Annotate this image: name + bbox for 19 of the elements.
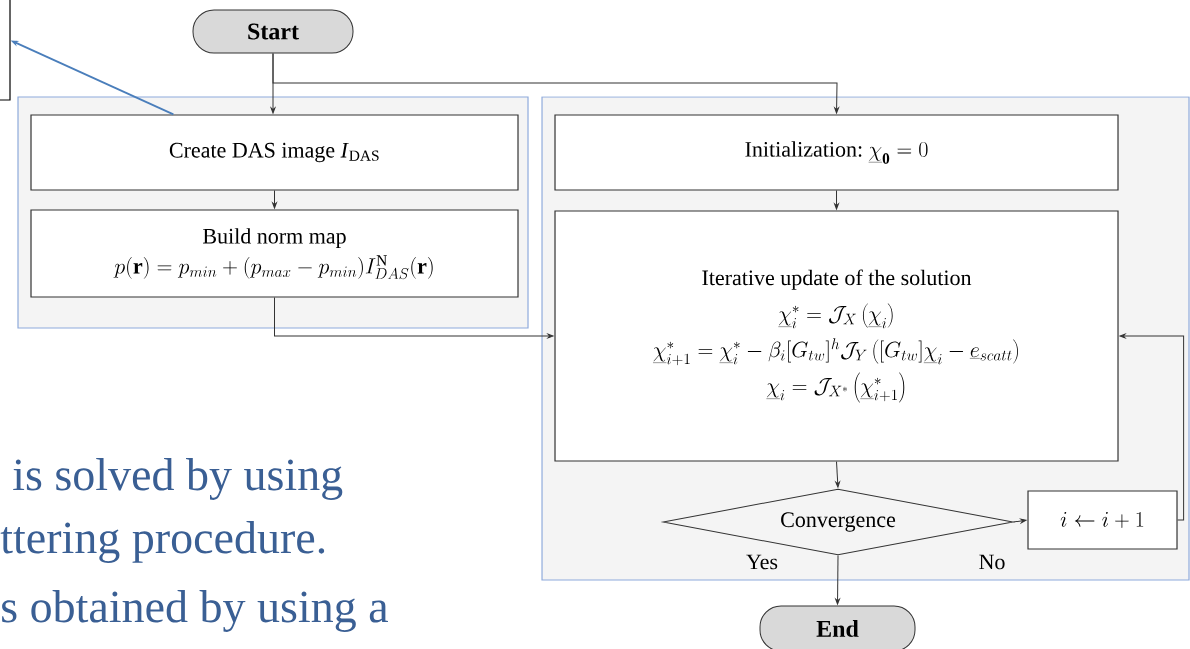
arrow bbox=[834, 190, 839, 210]
process-box: $i \leftarrow i+1$ bbox=[1027, 490, 1178, 550]
arrow bbox=[1119, 333, 1185, 521]
arrow bbox=[835, 555, 840, 605]
slide-text: is solved by using bbox=[13, 458, 343, 500]
slide-text: ttering procedure. bbox=[0, 521, 325, 563]
terminal-box: Start bbox=[192, 9, 354, 54]
arrow bbox=[274, 297, 554, 339]
process-box: Iterative update of the solution $\underline{\chi}_i^{*} = \mathcal{J}_{X}\left(\underline{\chi}_i\right)$ $\underline{\chi}_{i+1}^{*} = \underline{\chi}_i^{*} - \beta_i [G_{tw}]^{h} \mathcal{J}_{Y}\left([G_{tw}]\underline{\chi}_i - \underline{e}_{scatt}\right)$ $\underline{\chi}_i = \mathcal{J}_{X^{*}}\left(\underline{\chi}_{i+1}^{*}\right)$ bbox=[554, 210, 1119, 462]
arrow bbox=[835, 461, 841, 488]
arrow bbox=[272, 190, 277, 209]
arrow bbox=[1013, 518, 1027, 524]
process-box: Create DAS image I$_{DAS}$ bbox=[30, 114, 519, 191]
process-box: Build norm map $p(\mathbf{r}) = p_{min} + (p_{max} - p_{min}) I^{\mathrm{N}}_{DAS}(\mathbf{r})$ bbox=[30, 209, 519, 298]
box bbox=[0, 0, 11, 101]
terminal-box: End bbox=[759, 605, 916, 649]
arrow bbox=[272, 53, 839, 114]
process-box: Initialization: $\underline{\chi}_{\mathbf{0}} = 0$ bbox=[554, 114, 1119, 191]
slide-text: s obtained by using a bbox=[2, 590, 388, 632]
